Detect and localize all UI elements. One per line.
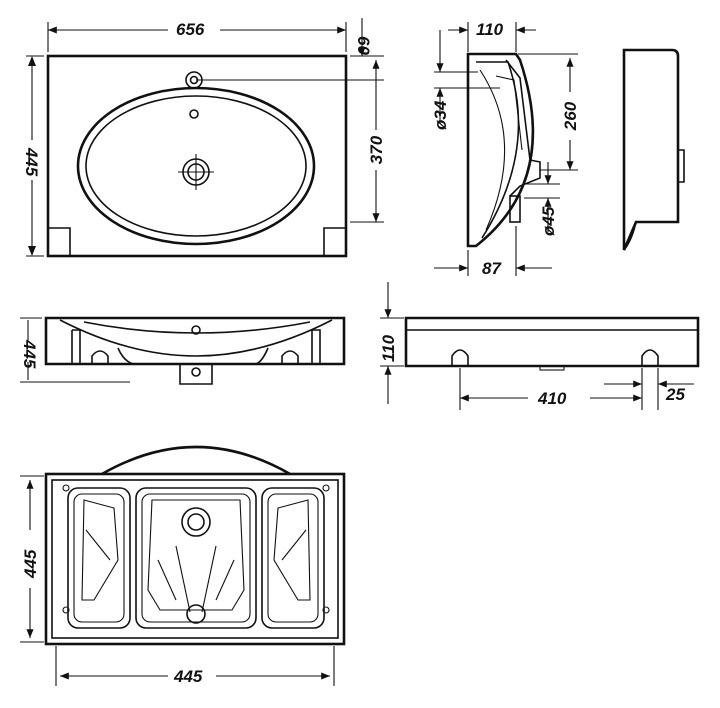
dim-front-height: 110 <box>379 334 398 362</box>
dim-side-hole: ø34 <box>431 100 450 130</box>
side-section-view: 110 ø34 260 ø45 87 <box>431 20 580 278</box>
dim-side-bottom: 87 <box>482 259 502 278</box>
right-elevation-view <box>622 48 685 251</box>
dim-top-edge: 60 <box>354 36 373 55</box>
rear-view: 110 410 25 <box>379 282 700 410</box>
dim-side-drain: ø45 <box>539 206 558 236</box>
front-view: 445 <box>20 316 346 385</box>
dim-bottom-width: 445 <box>173 667 203 686</box>
dim-top-width: 656 <box>176 20 205 39</box>
dim-top-depth-right: 370 <box>367 135 386 164</box>
dim-bottom-height: 445 <box>21 549 40 579</box>
dim-front-left: 445 <box>20 339 39 369</box>
dim-top-depth-left: 445 <box>22 147 41 177</box>
top-view: 656 60 445 370 <box>22 18 386 258</box>
dim-side-top: 110 <box>476 20 504 39</box>
dim-side-height: 260 <box>561 101 580 131</box>
dim-rear-width: 410 <box>537 389 567 408</box>
bottom-view: 445 445 <box>20 445 346 686</box>
dim-rear-offset: 25 <box>665 385 685 404</box>
